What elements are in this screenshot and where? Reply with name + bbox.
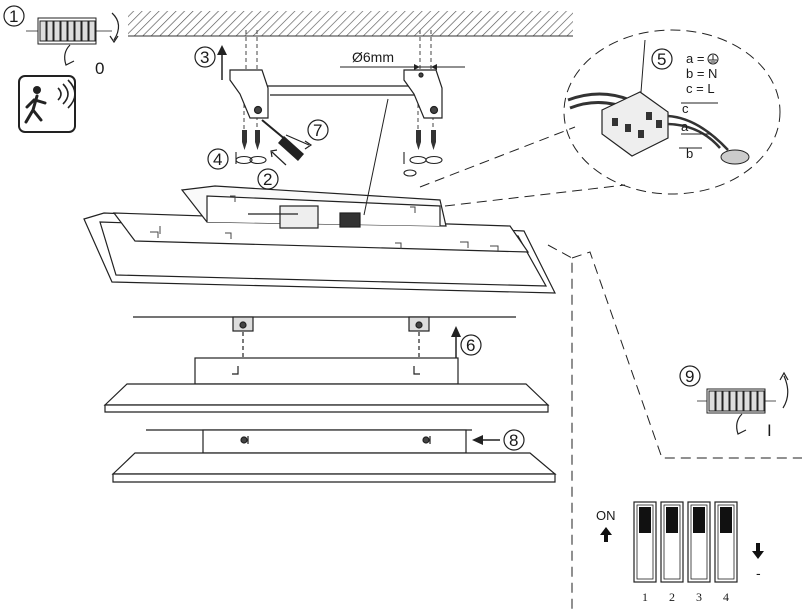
breaker-off: 0 [26,12,120,78]
fixture-screw-slots [150,195,499,252]
svg-text:6: 6 [466,336,475,355]
dip-switch-number: 2 [669,590,675,604]
dip-switch-4: 4 [714,501,738,604]
dip-switch-2: 2 [660,501,684,604]
dip-switch-knob [666,507,678,533]
mounting-bracket [229,69,443,119]
legend-c: c = L [686,81,715,96]
svg-text:1: 1 [9,7,18,26]
wiring-legend: a = b = N c = L c a b [681,51,719,161]
svg-text:7: 7 [313,121,322,140]
svg-text:3: 3 [200,48,209,67]
fixture-main [83,98,556,294]
breaker-on: I [697,371,789,440]
step-6-badge: 6 [460,334,482,356]
dip-switch-number: 4 [723,590,729,604]
svg-text:9: 9 [685,367,694,386]
fixture-panel-8 [111,429,557,483]
motion-sensor-icon [18,75,76,133]
dip-switch-1: 1 [633,501,657,604]
dip-switch-knob [693,507,705,533]
legend-b: b = N [686,66,717,81]
drill-diameter-dimension: Ø6mm [340,49,465,70]
dip-off-label: - [756,565,761,581]
screw-icons [242,130,436,150]
step-4-badge: 4 [207,148,229,170]
step-5-badge: 5 [651,48,673,70]
switch-off-label: 0 [95,59,104,78]
dip-on-label: ON [596,508,616,523]
svg-text:4: 4 [213,150,222,169]
wiring-callout-lines [419,29,802,609]
dip-switch-number: 3 [696,590,702,604]
wiring-terminal [567,39,750,165]
svg-text:5: 5 [657,50,666,69]
ceiling [128,11,573,37]
svg-text:2: 2 [263,170,272,189]
legend-a: a = [686,51,704,66]
svg-text:8: 8 [509,431,518,450]
dip-switch-knob [720,507,732,533]
wire-label-c: c [682,101,689,116]
step-1-badge: 1 [3,5,25,27]
step-7-badge: 7 [307,119,329,141]
step-2-badge: 2 [257,168,279,190]
drill-diameter-label: Ø6mm [352,49,394,65]
ground-icon [707,53,719,65]
screwdriver-icon [261,119,313,166]
fixture-panel-6 [103,316,550,413]
arrow-down-icon [752,543,764,559]
arrow-up-icon [600,527,612,542]
slide-arrow-icon [472,435,500,445]
rotation-arrow-icons [235,152,443,177]
step-9-badge: 9 [679,365,701,387]
dip-switch-3: 3 [687,501,711,604]
wire-label-a: a [681,119,689,134]
step-3-badge: 3 [194,46,216,68]
dip-switch-knob [639,507,651,533]
switch-on-label: I [767,421,772,440]
push-up-arrow-icon [451,326,461,358]
dip-switch-number: 1 [642,590,648,604]
step-8-badge: 8 [503,429,525,451]
lift-arrow-icon [217,45,227,80]
screw-paths [243,90,434,132]
dip-switch-panel: ON - 1 2 3 4 [596,501,764,604]
wire-label-b: b [686,146,693,161]
